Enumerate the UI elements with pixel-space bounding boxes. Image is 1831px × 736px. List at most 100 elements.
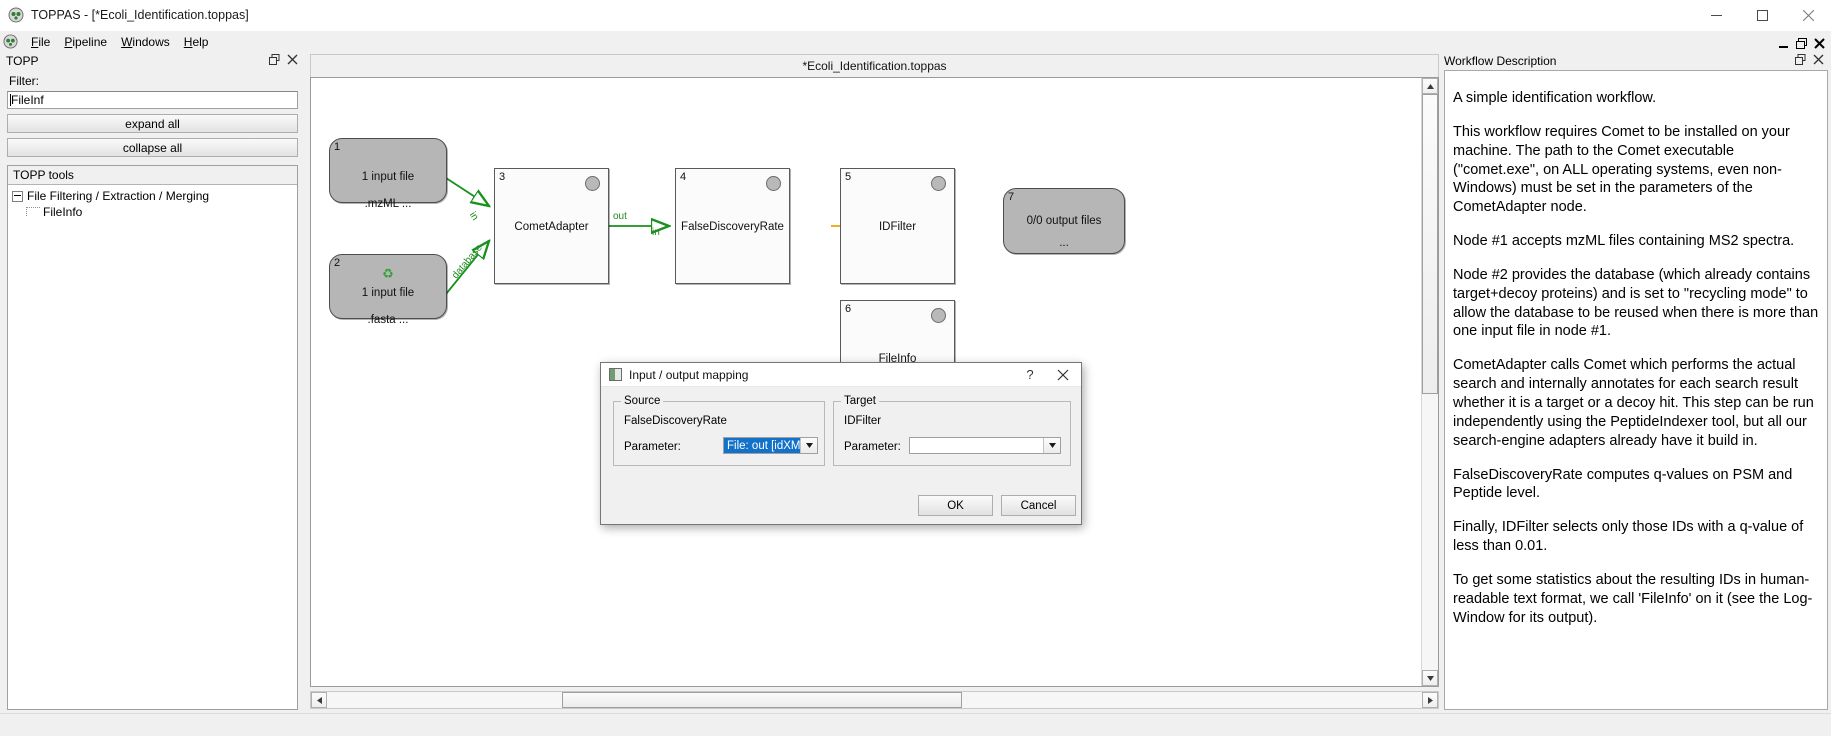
node-number: 6 [845, 303, 852, 315]
source-parameter-value: File: out [idXML] [724, 438, 800, 453]
node-number: 4 [680, 171, 687, 183]
float-icon[interactable] [269, 54, 280, 68]
topp-dock-header: TOPP [3, 52, 302, 70]
description-paragraph: CometAdapter calls Comet which performs … [1453, 357, 1814, 449]
workflow-node-2[interactable]: 2 ♻ 1 input file .fasta ... [329, 254, 447, 326]
mdi-minimize-button[interactable] [1775, 35, 1792, 52]
node-tool-label: FalseDiscoveryRate [681, 221, 784, 233]
filter-input-value: FileInf [11, 93, 44, 107]
toppas-app-icon [8, 7, 24, 23]
input-output-mapping-dialog[interactable]: Input / output mapping ? Source FalseDis… [600, 362, 1082, 525]
workflow-node-4[interactable]: 4 FalseDiscoveryRate [675, 168, 790, 284]
dialog-close-button[interactable] [1045, 363, 1081, 386]
workflow-node-3[interactable]: 3 CometAdapter [494, 168, 609, 284]
status-bar [0, 713, 1831, 736]
menu-help[interactable]: Help [183, 34, 209, 49]
description-dock-title: Workflow Description [1444, 54, 1557, 68]
recycling-icon: ♻ [382, 266, 394, 281]
window-title: TOPPAS - [*Ecoli_Identification.toppas] [31, 8, 249, 22]
cancel-button[interactable]: Cancel [1001, 495, 1076, 516]
node-line-2: .mzML ... [364, 198, 412, 210]
node-number: 1 [334, 141, 341, 153]
horizontal-scroll-track[interactable] [327, 692, 1422, 708]
tree-item-file-filtering[interactable]: File Filtering / Extraction / Merging [8, 188, 297, 204]
chevron-down-icon[interactable] [1043, 438, 1060, 453]
topp-tools-header: TOPP tools [8, 166, 297, 185]
horizontal-scroll-thumb[interactable] [562, 692, 962, 708]
tree-item-label: File Filtering / Extraction / Merging [27, 189, 210, 203]
dialog-title: Input / output mapping [629, 367, 749, 382]
tree-item-fileinfo[interactable]: FileInfo [8, 204, 297, 220]
target-parameter-label: Parameter: [844, 441, 901, 453]
edge-label-out-3: out [613, 211, 627, 222]
tree-item-label: FileInfo [43, 205, 83, 219]
close-icon[interactable] [1813, 54, 1824, 68]
node-number: 2 [334, 257, 341, 269]
mdi-restore-button[interactable] [1793, 35, 1810, 52]
description-paragraph: FalseDiscoveryRate computes q-values on … [1453, 466, 1793, 502]
chevron-down-icon[interactable] [800, 438, 817, 453]
close-icon[interactable] [287, 54, 298, 68]
workflow-description-dock: Workflow Description A simple identifica… [1441, 52, 1831, 713]
filter-input[interactable]: FileInf [7, 91, 298, 109]
mdi-close-button[interactable] [1811, 35, 1828, 52]
collapse-expander-icon[interactable] [12, 190, 23, 202]
edge-label-in-4: in [652, 227, 660, 238]
description-paragraph: Node #1 accepts mzML files containing MS… [1453, 233, 1795, 250]
dialog-titlebar: Input / output mapping ? [601, 363, 1081, 387]
node-number: 7 [1008, 191, 1015, 203]
expand-all-button[interactable]: expand all [7, 114, 298, 133]
source-group-label: Source [621, 395, 664, 407]
menu-windows[interactable]: Windows [121, 34, 170, 49]
dialog-body: Source FalseDiscoveryRate Parameter: Fil… [601, 387, 1081, 527]
vertical-scroll-thumb[interactable] [1422, 94, 1438, 394]
menu-file[interactable]: File [31, 34, 51, 49]
mapping-icon [609, 368, 622, 381]
window-maximize-button[interactable] [1739, 0, 1785, 30]
workflow-description-text[interactable]: A simple identification workflow. This w… [1444, 70, 1828, 710]
workflow-node-1[interactable]: 1 1 input file .mzML ... [329, 138, 447, 210]
description-paragraph: Node #2 provides the database (which alr… [1453, 266, 1819, 340]
topp-tools-tree[interactable]: File Filtering / Extraction / Merging Fi… [8, 185, 297, 709]
node-line-2: ... [1059, 237, 1069, 249]
description-paragraph: This workflow requires Comet to be insta… [1453, 123, 1790, 216]
node-line-1: 1 input file [361, 287, 415, 299]
target-parameter-combo[interactable] [909, 437, 1061, 454]
mdi-window-controls [1775, 31, 1831, 52]
window-minimize-button[interactable] [1693, 0, 1739, 30]
target-group-label: Target [841, 395, 879, 407]
ok-button[interactable]: OK [918, 495, 993, 516]
window-close-button[interactable] [1785, 0, 1831, 30]
toppas-menu-icon [3, 34, 18, 49]
source-node-name: FalseDiscoveryRate [624, 415, 727, 427]
node-line-2: .fasta ... [367, 314, 409, 326]
menu-pipeline[interactable]: Pipeline [64, 34, 108, 49]
target-parameter-value [910, 438, 1043, 453]
tree-branch-icon [26, 206, 40, 216]
vertical-scroll-track[interactable] [1422, 94, 1438, 670]
collapse-all-button[interactable]: collapse all [7, 138, 298, 157]
target-node-name: IDFilter [844, 415, 882, 427]
canvas-horizontal-scrollbar[interactable] [310, 691, 1439, 709]
scroll-up-button[interactable] [1422, 78, 1438, 94]
workflow-node-7[interactable]: 7 0/0 output files ... [1003, 188, 1125, 254]
scroll-right-button[interactable] [1422, 692, 1438, 708]
dialog-help-button[interactable]: ? [1026, 367, 1034, 382]
topp-tools-dock: TOPP Filter: Fil [0, 52, 305, 713]
node-line-1: 1 input file [361, 171, 415, 183]
description-paragraph: To get some statistics about the resulti… [1453, 571, 1813, 626]
source-parameter-combo[interactable]: File: out [idXML] [723, 437, 818, 454]
source-parameter-label: Parameter: [624, 441, 681, 453]
text-caret [10, 94, 11, 106]
canvas-vertical-scrollbar[interactable] [1421, 78, 1438, 686]
topp-tools-panel: TOPP tools File Filtering / Extraction /… [7, 165, 298, 710]
float-icon[interactable] [1795, 54, 1806, 68]
description-paragraph: Finally, IDFilter selects only those IDs… [1453, 519, 1804, 555]
workflow-tab-title[interactable]: *Ecoli_Identification.toppas [310, 54, 1439, 77]
workflow-node-5[interactable]: 5 IDFilter [840, 168, 955, 284]
scroll-left-button[interactable] [311, 692, 327, 708]
node-number: 5 [845, 171, 852, 183]
scroll-down-button[interactable] [1422, 670, 1438, 686]
node-number: 3 [499, 171, 506, 183]
topp-dock-body: Filter: FileInf expand all collapse all … [3, 70, 302, 710]
